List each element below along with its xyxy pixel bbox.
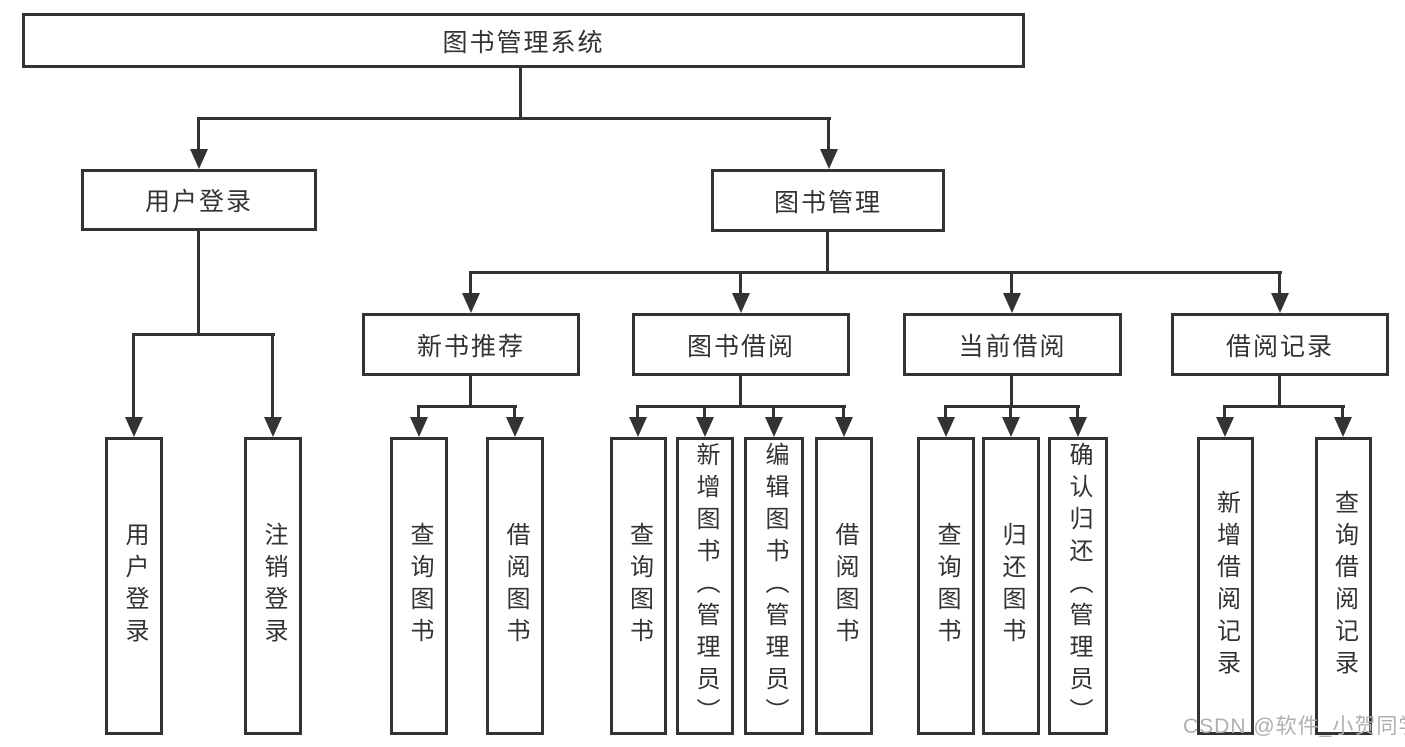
connector-leaf-stem — [417, 406, 420, 420]
connector-book-mgmt-stem — [827, 118, 830, 152]
arrow-down-icon — [190, 149, 208, 169]
connector-leaf-stem — [1009, 406, 1012, 420]
connector-l3-stem — [1010, 272, 1013, 294]
node-label: 新书推荐 — [416, 332, 525, 361]
node-library-management-system: 图书管理系统 — [22, 13, 1025, 68]
connector-group-stem — [469, 376, 472, 408]
connector-level2-bar — [197, 117, 831, 120]
arrow-down-icon — [410, 417, 428, 437]
node-label: 编辑图书（管理员） — [761, 442, 788, 730]
node-new-book-recommendation: 新书推荐 — [362, 313, 580, 376]
connector-user-login-stem — [197, 118, 200, 152]
node-label: 注销登录 — [260, 522, 287, 650]
arrow-down-icon — [125, 417, 143, 437]
node-label: 用户登录 — [144, 188, 253, 216]
connector-leaf-stem — [944, 406, 947, 420]
arrow-down-icon — [1334, 417, 1352, 437]
node-label: 查询图书 — [406, 522, 433, 650]
node-label: 新增图书（管理员） — [692, 442, 719, 730]
leaf-query-books: 查询图书 — [917, 437, 975, 735]
watermark: CSDN @软件_小贺同学 — [1183, 715, 1405, 738]
connector-leaf-stem — [842, 406, 845, 420]
leaf-query-books: 查询图书 — [610, 437, 667, 735]
connector-group-bar — [944, 405, 1080, 408]
node-label: 当前借阅 — [958, 332, 1067, 361]
node-label: 查询图书 — [625, 522, 653, 650]
node-label: 图书管理系统 — [442, 28, 605, 57]
connector-user-login-down — [197, 231, 200, 335]
connector-leaf-stem — [1076, 406, 1079, 420]
node-label: 归还图书 — [998, 522, 1025, 650]
arrow-down-icon — [1002, 417, 1020, 437]
leaf-confirm-return-admin: 确认归还（管理员） — [1048, 437, 1108, 735]
connector-group-stem — [1278, 376, 1281, 408]
arrow-down-icon — [264, 417, 282, 437]
leaf-borrow-books: 借阅图书 — [815, 437, 873, 735]
arrow-down-icon — [1003, 293, 1021, 313]
leaf-query-books: 查询图书 — [390, 437, 448, 735]
node-book-borrowing: 图书借阅 — [632, 313, 850, 376]
node-borrowing-records: 借阅记录 — [1171, 313, 1389, 376]
leaf-logout: 注销登录 — [244, 437, 302, 735]
connector-l3-stem — [469, 272, 472, 294]
node-label: 图书管理 — [773, 188, 882, 217]
connector-leaf-stem — [132, 334, 135, 420]
node-label: 借阅图书 — [831, 522, 858, 650]
connector-book-mgmt-down — [826, 231, 829, 272]
connector-leaf-stem — [1223, 406, 1226, 420]
arrow-down-icon — [696, 417, 714, 437]
connector-group-stem — [1010, 376, 1013, 408]
node-label: 确认归还（管理员） — [1065, 442, 1092, 730]
leaf-edit-books-admin: 编辑图书（管理员） — [744, 437, 804, 735]
connector-leaf-stem — [513, 406, 516, 420]
connector-l3-stem — [1278, 272, 1281, 294]
arrow-down-icon — [937, 417, 955, 437]
arrow-down-icon — [629, 417, 647, 437]
connector-leaf-stem — [772, 406, 775, 420]
node-label: 查询借阅记录 — [1330, 490, 1358, 682]
arrow-down-icon — [1271, 293, 1289, 313]
node-book-management: 图书管理 — [711, 169, 945, 232]
connector-root-stem — [519, 68, 522, 118]
arrow-down-icon — [506, 417, 524, 437]
leaf-query-borrow-record: 查询借阅记录 — [1315, 437, 1372, 735]
node-label: 图书借阅 — [686, 332, 795, 361]
leaf-borrow-books: 借阅图书 — [486, 437, 544, 735]
connector-level3-bar — [469, 271, 1282, 274]
connector-l3-stem — [739, 272, 742, 294]
node-current-borrowing: 当前借阅 — [903, 313, 1122, 376]
arrow-down-icon — [1069, 417, 1087, 437]
connector-leaf-stem — [636, 406, 639, 420]
connector-leaf-stem — [271, 334, 274, 420]
leaf-add-borrow-record: 新增借阅记录 — [1197, 437, 1254, 735]
connector-group-bar — [417, 405, 517, 408]
arrow-down-icon — [820, 149, 838, 169]
arrow-down-icon — [835, 417, 853, 437]
connector-group-stem — [739, 376, 742, 408]
leaf-user-login: 用户登录 — [105, 437, 163, 735]
node-label: 新增借阅记录 — [1212, 490, 1240, 682]
node-label: 借阅图书 — [502, 522, 529, 650]
arrow-down-icon — [765, 417, 783, 437]
leaf-add-books-admin: 新增图书（管理员） — [676, 437, 734, 735]
node-label: 借阅记录 — [1225, 332, 1334, 361]
connector-leaf-stem — [703, 406, 706, 420]
arrow-down-icon — [1216, 417, 1234, 437]
connector-group-bar — [636, 405, 846, 408]
leaf-return-books: 归还图书 — [982, 437, 1040, 735]
connector-leaf-stem — [1341, 406, 1344, 420]
node-user-login: 用户登录 — [81, 169, 317, 231]
connector-user-login-bar — [132, 333, 275, 336]
connector-group-bar — [1223, 405, 1345, 408]
arrow-down-icon — [732, 293, 750, 313]
arrow-down-icon — [462, 293, 480, 313]
node-label: 查询图书 — [933, 522, 960, 650]
node-label: 用户登录 — [121, 522, 148, 650]
